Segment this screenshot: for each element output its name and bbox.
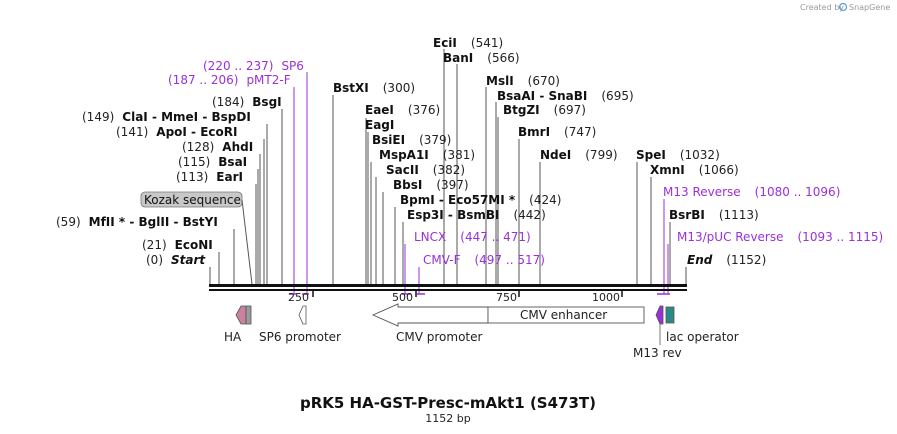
primer-label: M13/pUC Reverse(1093 .. 1115) [677,230,883,244]
restriction-sites: EciI(541) BanI(566) MslI(670) BstXI(300)… [56,36,766,267]
feature-cmv-promoter: CMV promoter [371,303,489,344]
site-label: MspA1I(381) [379,148,475,162]
ha-arrow-icon [235,305,247,325]
site-label: BstXI(300) [333,81,415,95]
ruler: 250 500 750 1000 [288,291,623,304]
feature-label: HA [224,330,242,344]
site-label: End(1152) [687,253,766,267]
site-label: BanI(566) [443,51,520,65]
snapgene-logo-icon [838,2,848,12]
site-label: (128)AhdI [182,140,253,154]
site-label: (0)Start [146,253,206,267]
feature-label: CMV promoter [396,330,483,344]
site-label: EagI [365,118,394,132]
site-label: BmrI(747) [518,125,596,139]
site-label: NdeI(799) [540,148,618,162]
map-title: pRK5 HA-GST-Presc-mAkt1 (S473T) [300,394,596,412]
primer-label: (187 .. 206)pMT2-F [168,73,291,87]
ruler-label: 500 [392,291,413,304]
site-label: SpeI(1032) [636,148,720,162]
credit-brand: SnapGene [849,3,890,12]
site-label: (59)MfII * - BglII - BstYI [56,215,218,229]
feature-cmv-enhancer: CMV enhancer [487,306,645,324]
feature-ha: HA [224,305,252,344]
site-label: BpmI - Eco57MI *(424) [400,193,561,207]
primer-label: LNCX(447 .. 471) [414,230,531,244]
site-label: EaeI(376) [365,103,440,117]
ruler-label: 1000 [592,291,620,304]
site-leader-lines [209,49,687,284]
ruler-label: 250 [288,291,309,304]
primer-leader-lines [293,72,669,294]
site-label: EciI(541) [433,36,503,50]
credit-prefix: Created by [800,3,844,12]
feature-lac-operator: lac operator [665,306,739,344]
svg-text:Kozak sequence: Kozak sequence [144,193,241,207]
ruler-label: 750 [496,291,517,304]
sp6-arrow-icon [298,305,307,325]
site-label: (149)ClaI - MmeI - BspDI [82,110,251,124]
map-length: 1152 bp [425,412,470,425]
primer-labels: (220 .. 237)SP6 (187 .. 206)pMT2-F LNCX(… [168,59,883,267]
cmv-promoter-arrow-icon [371,303,489,327]
site-label: BtgZI(697) [503,103,586,117]
site-label: (115)BsaI [178,155,247,169]
feature-sp6-promoter: SP6 promoter [259,305,341,344]
feature-label: CMV enhancer [520,308,607,322]
site-label: (21)EcoNI [142,238,213,252]
primer-label: M13 Reverse(1080 .. 1096) [663,185,840,199]
kozak-sequence-label: Kozak sequence [140,191,243,208]
site-label: SacII(382) [386,163,465,177]
site-label: (113)EarI [176,170,243,184]
site-label: (141)ApoI - EcoRI [116,125,237,139]
primer-label: (220 .. 237)SP6 [203,59,304,73]
site-label: BsiEI(379) [372,133,451,147]
feature-label: SP6 promoter [259,330,341,344]
m13-rev-arrow-icon [655,305,664,325]
site-label: BsrBI(1113) [669,208,759,222]
site-label: BsaAI - SnaBI(695) [497,89,634,103]
feature-label: lac operator [666,330,739,344]
site-label: MslI(670) [486,74,560,88]
feature-m13-rev: M13 rev [633,305,682,360]
site-label: BbsI(397) [393,178,469,192]
feature-label: M13 rev [633,346,682,360]
sequence-backbone [209,284,687,291]
leader-kozak [241,199,253,285]
site-label: XmnI(1066) [650,163,739,177]
site-label: Esp3I - BsmBI(442) [407,208,546,222]
primer-label: CMV-F(497 .. 517) [423,253,545,267]
site-label: (184)BsgI [212,95,282,109]
